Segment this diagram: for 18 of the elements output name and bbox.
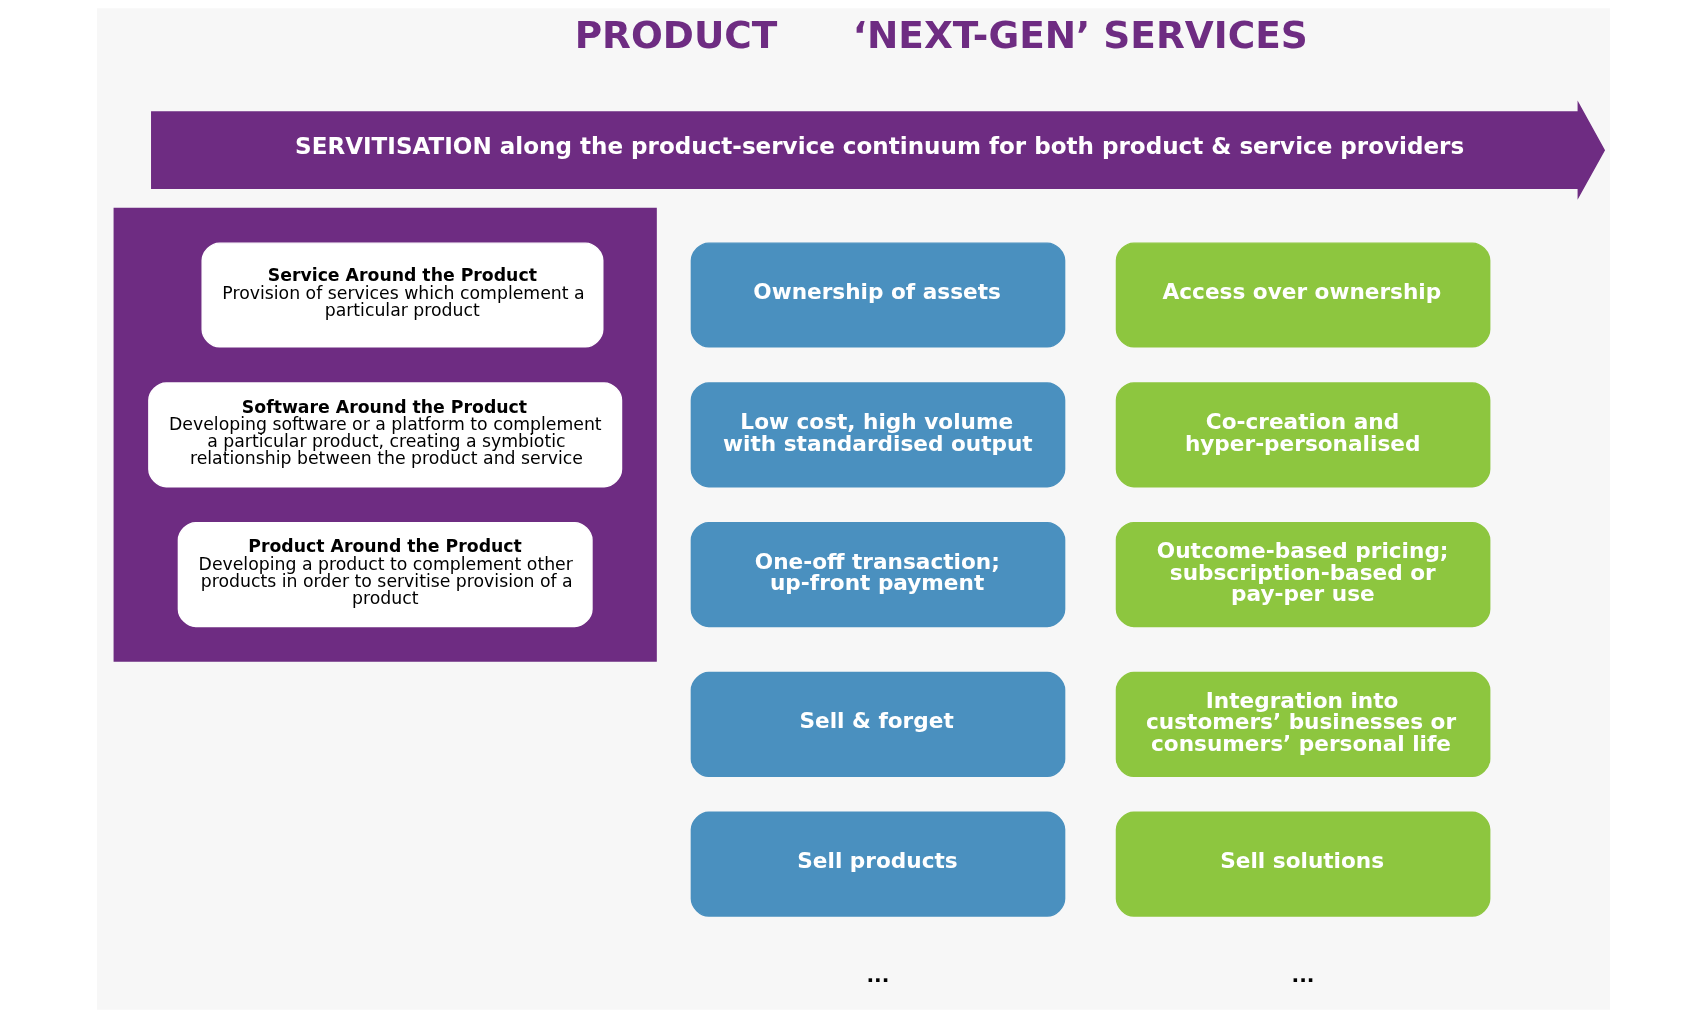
node-box: Sell products xyxy=(690,811,1065,917)
label: PRODUCT xyxy=(574,13,777,58)
node-box: Ownership of assets xyxy=(690,242,1065,348)
node-box: Integration into customers’ businesses or consumers’ personal life xyxy=(1115,671,1490,777)
node-box: Product Around the Product Developing a product to complement other products in order to servitise provision of a product xyxy=(177,521,593,628)
node-box: Sell solutions xyxy=(1115,811,1490,917)
node-box: One-off transaction; up-front payment xyxy=(690,521,1065,628)
node-box: Access over ownership xyxy=(1115,242,1490,348)
label: ... xyxy=(865,962,889,987)
label: ... xyxy=(1291,962,1315,987)
cluster xyxy=(113,207,657,662)
node-box: Co-creation and hyper-personalised xyxy=(1115,382,1490,488)
label: ‘NEXT-GEN’ SERVICES xyxy=(852,13,1308,58)
node-box: Low cost, high volume with standardised output xyxy=(690,382,1065,488)
node-box: Software Around the Product Developing software or a platform to complement a particular product, creating a symbiotic relationship between the product and service xyxy=(147,382,622,488)
node-box: Service Around the Product Provision of services which complement a particular product xyxy=(200,242,603,348)
node-box: Outcome-based pricing; subscription-based or pay-per use xyxy=(1115,521,1490,628)
node-box: Sell & forget xyxy=(690,671,1065,777)
